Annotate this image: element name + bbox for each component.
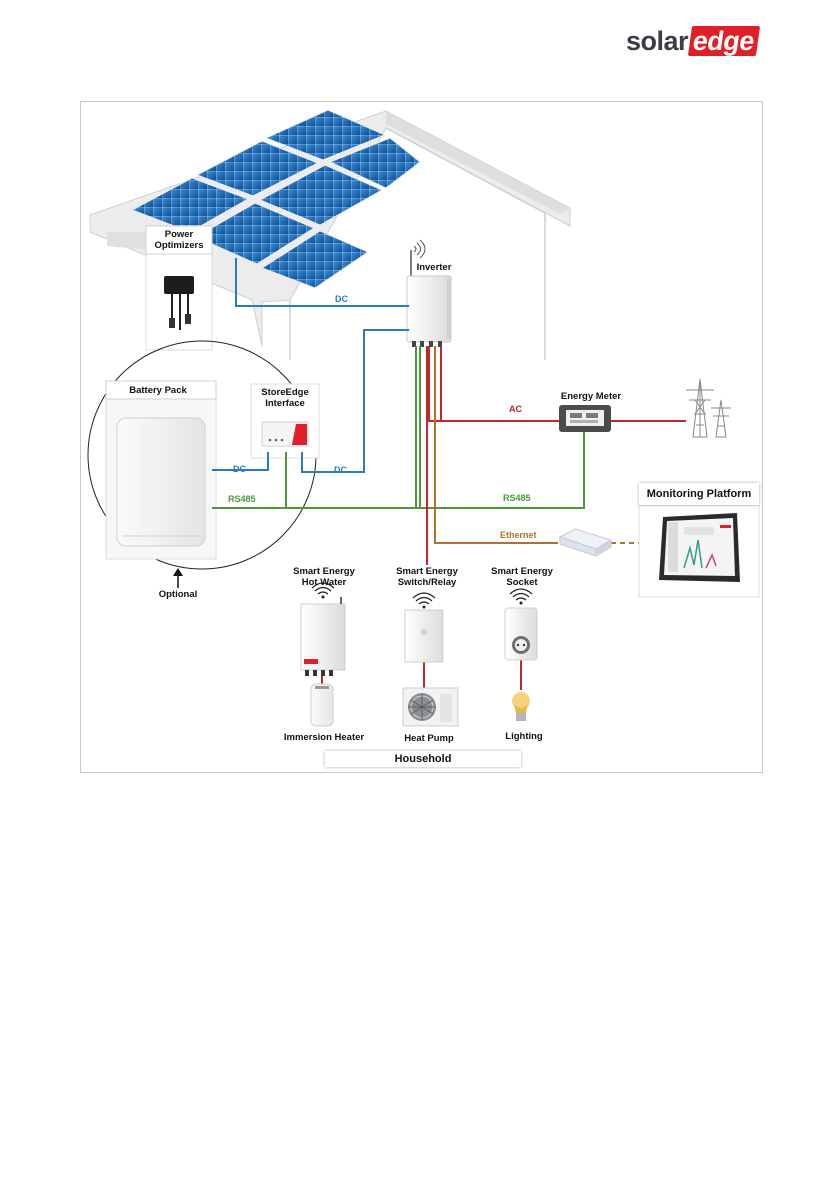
switch-relay-label: Smart Energy Switch/Relay [389, 566, 465, 588]
dc-storeedge-label: DC [334, 465, 347, 475]
lightbulb-icon [512, 692, 530, 721]
ethernet-label: Ethernet [500, 530, 537, 540]
socket-device [505, 589, 537, 660]
immersion-heater-device [311, 684, 333, 726]
grid-pylons-icon [686, 379, 731, 437]
switch-relay-device [405, 593, 443, 662]
heat-pump-label: Heat Pump [396, 733, 462, 744]
battery-device [117, 418, 205, 546]
battery-pack-card [106, 381, 216, 559]
hot-water-device [301, 583, 345, 676]
monitoring-platform-label: Monitoring Platform [639, 483, 759, 505]
inverter-device [407, 240, 451, 347]
household-label: Household [325, 751, 521, 767]
dc-top-label: DC [335, 294, 348, 304]
optional-label: Optional [153, 589, 203, 600]
storeedge-label: StoreEdge Interface [252, 387, 318, 409]
socket-label: Smart Energy Socket [487, 566, 557, 588]
energy-meter-device [559, 405, 611, 432]
heat-pump-device [403, 688, 458, 726]
ac-wires [322, 346, 686, 690]
optional-arrow-icon [173, 568, 183, 588]
hot-water-label: Smart Energy Hot Water [289, 566, 359, 588]
battery-pack-label: Battery Pack [107, 385, 209, 396]
energy-meter-label: Energy Meter [553, 391, 629, 402]
rs485-left-label: RS485 [228, 494, 256, 504]
lighting-label: Lighting [496, 731, 552, 742]
dc-battery-label: DC [233, 464, 246, 474]
ethernet-wire [435, 346, 656, 543]
ac-label: AC [509, 404, 522, 414]
rs485-right-label: RS485 [503, 493, 531, 503]
immersion-heater-label: Immersion Heater [279, 732, 369, 743]
monitoring-platform-card [639, 505, 759, 597]
optimizer-device [164, 276, 194, 294]
power-optimizers-label: Power Optimizers [147, 229, 211, 251]
ethernet-gateway-device [560, 529, 611, 556]
inverter-label: Inverter [409, 262, 459, 273]
